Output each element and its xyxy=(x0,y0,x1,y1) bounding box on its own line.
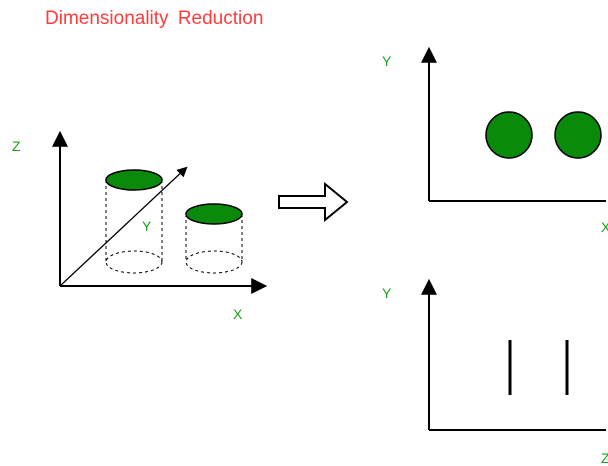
projected-circle-right xyxy=(554,111,602,159)
x-axis-label: X xyxy=(233,306,243,322)
panel-xy: Y X xyxy=(382,46,608,235)
y-axis-label: Y xyxy=(142,218,152,234)
outline-right-arrow-icon xyxy=(278,181,349,223)
y-axis xyxy=(59,166,188,287)
diagram-title: Dimensionality Reduction xyxy=(45,8,264,29)
tall-cylinder xyxy=(105,169,163,274)
panel-yz: Y Z xyxy=(382,278,608,466)
yz-y-axis-label: Y xyxy=(382,285,392,301)
z-axis-label: Z xyxy=(12,138,21,154)
yz-z-axis-label: Z xyxy=(601,450,608,466)
xy-x-axis-label: X xyxy=(601,219,608,235)
panel-3d: Z Y X xyxy=(12,130,268,322)
short-cylinder xyxy=(185,203,243,274)
xy-y-axis-label: Y xyxy=(382,53,392,69)
short-cylinder-top xyxy=(185,203,243,225)
tall-cylinder-top xyxy=(105,169,163,191)
projected-circle-left xyxy=(485,111,533,159)
